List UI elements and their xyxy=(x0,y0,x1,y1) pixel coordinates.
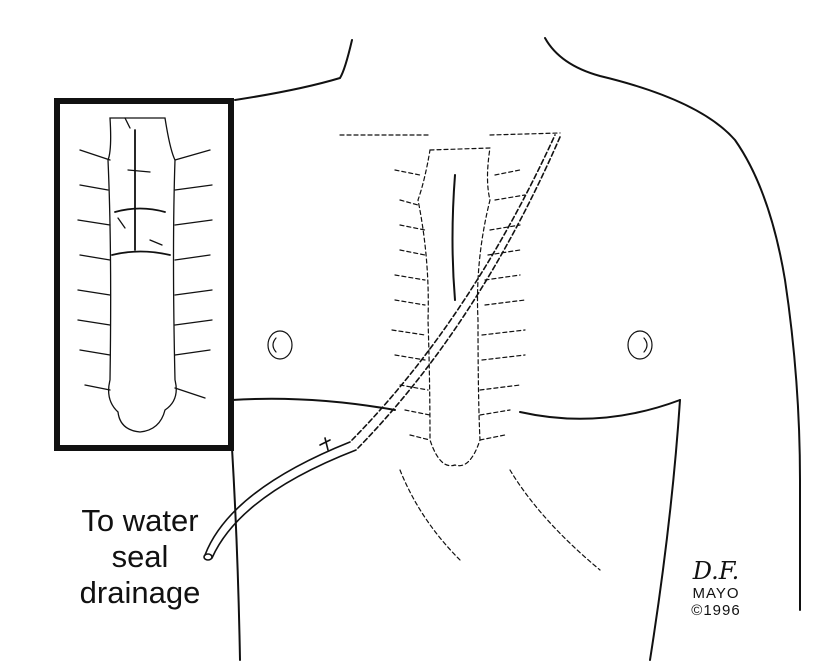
sternal-wire xyxy=(451,174,456,301)
label-line: drainage xyxy=(79,575,201,610)
torso-outline xyxy=(231,37,801,661)
signature-initials: D.F. xyxy=(692,557,740,585)
signature-org: MAYO xyxy=(692,585,740,602)
signature-copyright: ©1996 xyxy=(691,602,741,619)
artist-signature: D.F. MAYO ©1996 xyxy=(676,557,756,619)
sternum-and-ribs xyxy=(339,132,601,571)
label-line: seal xyxy=(111,539,169,574)
chest-tube xyxy=(203,134,561,561)
nipple-icons xyxy=(267,330,653,360)
drainage-label: To water seal drainage xyxy=(55,503,225,611)
inset-panel xyxy=(54,98,234,451)
label-line: To water xyxy=(81,503,199,538)
